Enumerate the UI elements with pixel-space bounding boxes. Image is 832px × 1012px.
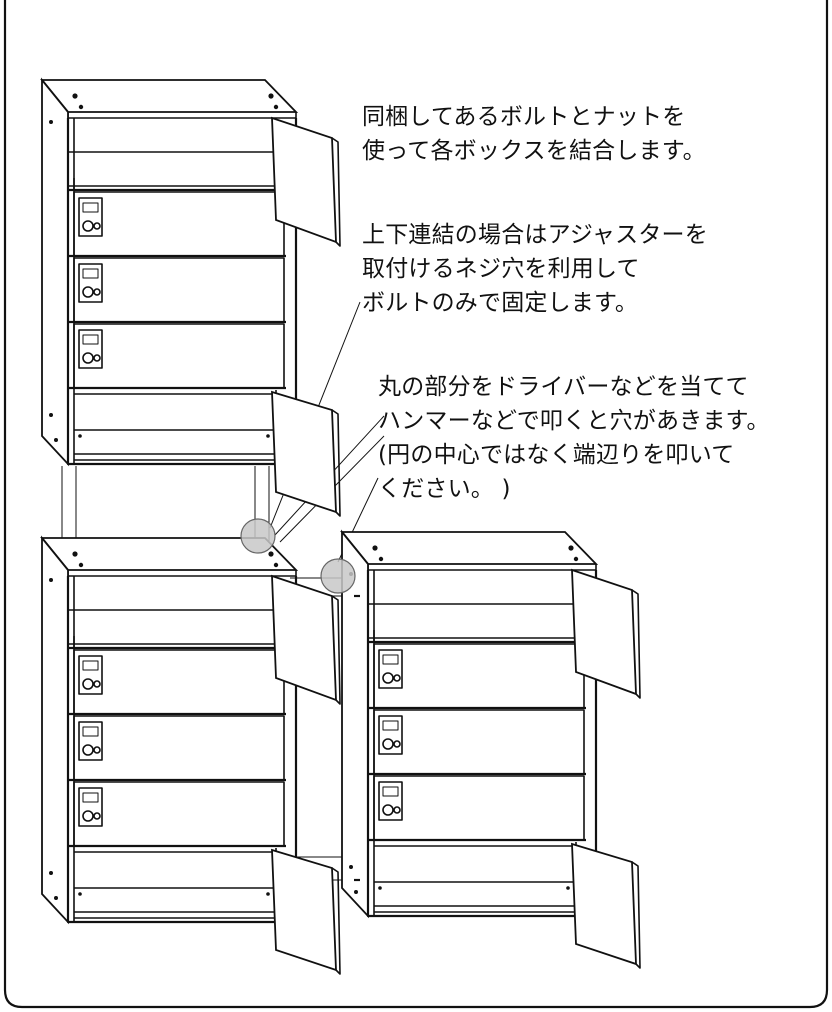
note-bolt-nut: 同梱してあるボルトとナットを 使って各ボックスを結合します。 bbox=[362, 100, 706, 168]
locker-lower-left bbox=[40, 536, 342, 976]
knockout-circle-top bbox=[240, 518, 276, 554]
note-line: 上下連結の場合はアジャスターを bbox=[362, 222, 708, 248]
locker-upper-left bbox=[40, 78, 342, 518]
note-vertical-connection: 上下連結の場合はアジャスターを 取付けるネジ穴を利用して ボルトのみで固定します… bbox=[362, 218, 708, 320]
note-line: ボルトのみで固定します。 bbox=[362, 290, 639, 316]
note-line: ください。 ) bbox=[378, 476, 511, 502]
note-line: 取付けるネジ穴を利用して bbox=[362, 256, 640, 282]
note-line: 同梱してあるボルトとナットを bbox=[362, 104, 686, 130]
frame-border bbox=[3, 0, 829, 1009]
note-line: 丸の部分をドライバーなどを当てて bbox=[378, 374, 749, 400]
note-line: (円の中心ではなく端辺りを叩いて bbox=[378, 442, 735, 468]
locker-lower-right bbox=[340, 530, 642, 970]
bolt-markers bbox=[354, 594, 360, 882]
note-knockout-hole: 丸の部分をドライバーなどを当てて ハンマーなどで叩くと穴があきます。 (円の中心… bbox=[378, 370, 770, 506]
knockout-circle-side bbox=[320, 558, 356, 594]
note-line: 使って各ボックスを結合します。 bbox=[362, 138, 706, 164]
note-line: ハンマーなどで叩くと穴があきます。 bbox=[378, 408, 770, 434]
